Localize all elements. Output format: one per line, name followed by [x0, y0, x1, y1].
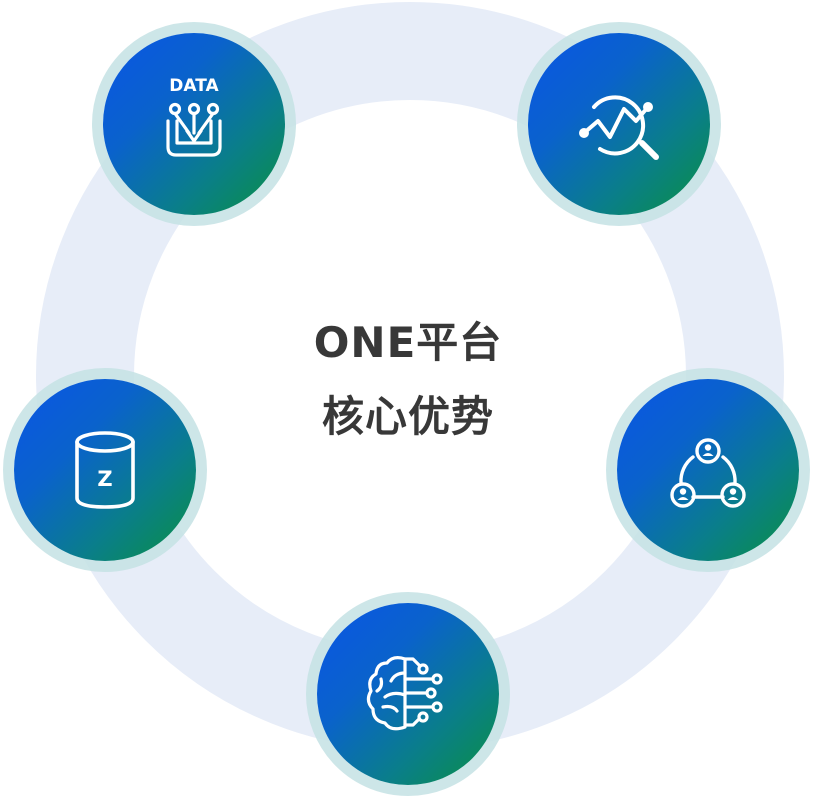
center-title-line2: 核心优势 — [321, 392, 494, 441]
node-data: DATA — [92, 22, 296, 226]
data-icon-label: DATA — [169, 76, 219, 96]
node-analytics — [517, 22, 721, 226]
node-network — [606, 368, 810, 572]
node-ai — [306, 592, 510, 796]
analytics-search-icon — [579, 95, 659, 160]
network-people-icon — [670, 438, 746, 508]
data-funnel-icon: DATA — [166, 76, 222, 157]
ai-brain-icon — [366, 656, 443, 731]
node-analytics-disc — [528, 33, 710, 215]
node-ai-disc — [317, 603, 499, 785]
center-title: ONE平台 核心优势 — [258, 306, 558, 454]
node-database-disc: Z — [14, 379, 196, 561]
node-network-disc — [617, 379, 799, 561]
node-database: Z — [3, 368, 207, 572]
center-title-line1: ONE平台 — [313, 318, 503, 367]
database-icon: Z — [75, 431, 135, 509]
database-icon-label: Z — [97, 467, 112, 491]
node-data-disc: DATA — [103, 33, 285, 215]
